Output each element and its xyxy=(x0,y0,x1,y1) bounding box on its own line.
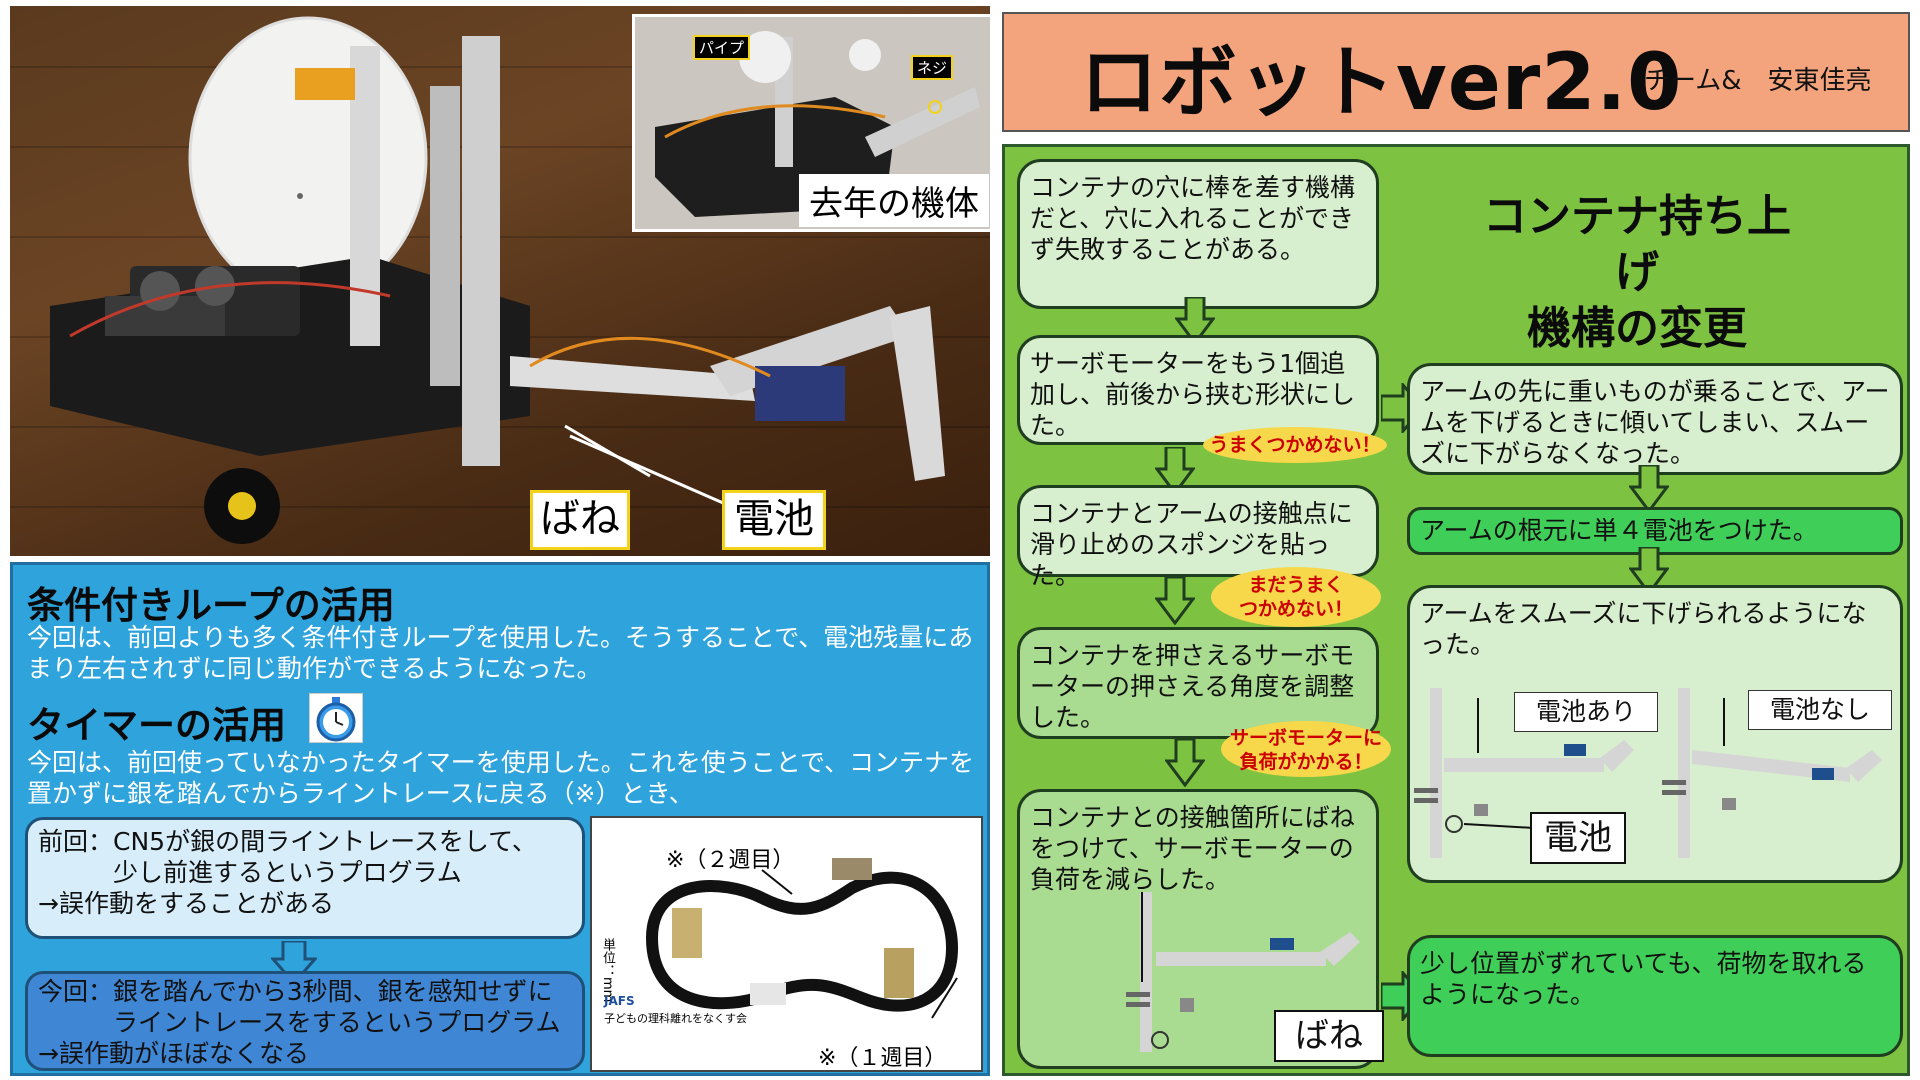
problem-burst-2: まだうまく つかめない！ xyxy=(1211,567,1381,627)
flow-right-1: アームの先に重いものが乗ることで、アームを下げるときに傾いてしまい、スムーズに下… xyxy=(1407,363,1903,475)
unit-label: 単位：mm xyxy=(600,938,615,1003)
flow-right-4: 少し位置がずれていても、荷物を取れるようになった。 xyxy=(1407,935,1903,1057)
flow-right-3: アームをスムーズに下げられるようになった。 電池あり 電池なし 電池 xyxy=(1407,585,1903,883)
with-battery-diagram xyxy=(1414,688,1634,858)
org-caption: 子どもの理科離れをなくす会 xyxy=(604,1012,747,1025)
before-box: 前回：CN5が銀の間ライントレースをして、 少し前進するというプログラム →誤作… xyxy=(25,817,585,939)
stopwatch-icon xyxy=(309,693,363,743)
week2-label: ※（２週目） xyxy=(666,848,795,873)
down-arrow-icon xyxy=(1175,297,1215,345)
robot-photo: ばね 電池 パイプ ネジ 去年の機体 xyxy=(10,6,990,556)
flow-step-3: コンテナとアームの接触点に滑り止めのスポンジを貼った。 xyxy=(1017,485,1379,590)
loop-heading: 条件付きループの活用 xyxy=(27,584,395,627)
week1-label: ※（１週目） xyxy=(818,1046,947,1071)
down-arrow-icon xyxy=(1629,547,1669,595)
before-line: 前回：CN5が銀の間ライントレースをして、 xyxy=(38,827,537,856)
down-arrow-icon xyxy=(1165,739,1205,787)
mechanism-heading-line: コンテナ持ち上げ xyxy=(1483,191,1791,298)
spring-arm-diagram xyxy=(1126,892,1360,1052)
page-title: ロボットver2.0 xyxy=(1080,38,1683,128)
course-map-illustration xyxy=(645,858,959,1019)
flow-step-4: コンテナを押さえるサーボモーターの押さえる角度を調整した。 xyxy=(1017,627,1379,739)
after-line: →誤作動がほぼなくなる xyxy=(38,1039,309,1068)
mechanism-panel: コンテナ持ち上げ 機構の変更 コンテナの穴に棒を差す機構だと、穴に入れることがで… xyxy=(1002,144,1910,1076)
last-year-caption: 去年の機体 xyxy=(799,174,989,227)
mechanism-heading: コンテナ持ち上げ 機構の変更 xyxy=(1467,189,1807,357)
robot-illustration xyxy=(50,16,945,544)
flow-step-1: コンテナの穴に棒を差す機構だと、穴に入れることができず失敗することがある。 xyxy=(1017,159,1379,309)
team-name: チーム& 安東佳亮 xyxy=(1644,66,1872,96)
before-line: →誤作動をすることがある xyxy=(38,889,334,918)
spring-callout: ばね xyxy=(530,490,630,550)
with-battery-label: 電池あり xyxy=(1514,692,1658,732)
flow-right-3-text: アームをスムーズに下げられるようになった。 xyxy=(1420,599,1867,659)
problem-burst-3: サーボモーターに 負荷がかかる！ xyxy=(1221,721,1391,777)
without-battery-label: 電池なし xyxy=(1748,690,1892,730)
down-arrow-icon xyxy=(1155,447,1195,495)
course-map: ※（２週目） ※（１週目） 単位：mm JAFS 子どもの理科離れをなくす会 xyxy=(590,816,983,1072)
org-logo: JAFS xyxy=(604,994,635,1008)
last-year-robot-inset: パイプ ネジ 去年の機体 xyxy=(632,14,990,232)
loop-text: 今回は、前回よりも多く条件付きループを使用した。そうすることで、電池残量にあまり… xyxy=(27,623,974,683)
spring-label: ばね xyxy=(1274,1010,1384,1062)
battery-label: 電池 xyxy=(1530,812,1626,864)
title-banner: ロボットver2.0 チーム& 安東佳亮 xyxy=(1002,12,1910,132)
battery-callout: 電池 xyxy=(722,490,826,550)
flow-step-2: サーボモーターをもう1個追加し、前後から挟む形状にした。 xyxy=(1017,335,1379,445)
after-line: ライントレースをするというプログラム xyxy=(38,1008,561,1037)
timer-text: 今回は、前回使っていなかったタイマーを使用した。これを使うことで、コンテナを置か… xyxy=(27,748,975,808)
timer-heading: タイマーの活用 xyxy=(27,704,286,747)
down-arrow-icon xyxy=(1155,577,1195,625)
after-box: 今回：銀を踏んでから3秒間、銀を感知せずに ライントレースをするというプログラム… xyxy=(25,971,585,1071)
without-battery-diagram xyxy=(1662,688,1882,858)
flow-step-5-text: コンテナとの接触箇所にばねをつけて、サーボモーターの負荷を減らした。 xyxy=(1030,803,1355,894)
mechanism-heading-line: 機構の変更 xyxy=(1527,303,1747,354)
after-line: 今回：銀を踏んでから3秒間、銀を感知せずに xyxy=(38,977,553,1006)
screw-label: ネジ xyxy=(911,55,954,80)
pipe-label: パイプ xyxy=(693,35,751,60)
flow-step-5: コンテナとの接触箇所にばねをつけて、サーボモーターの負荷を減らした。 ばね xyxy=(1017,789,1384,1069)
problem-burst-1: うまくつかめない！ xyxy=(1203,427,1387,463)
before-line: 少し前進するというプログラム xyxy=(38,858,462,887)
down-arrow-icon xyxy=(1629,465,1669,513)
